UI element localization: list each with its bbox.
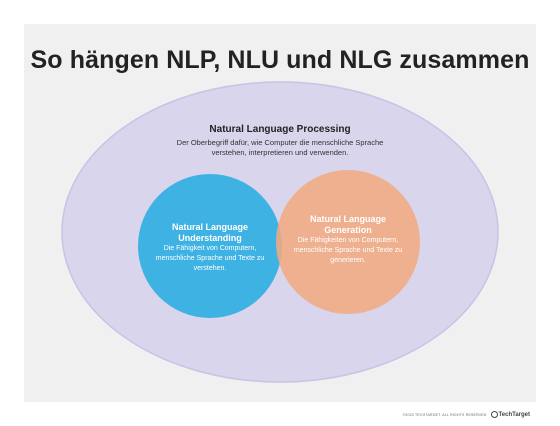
brand-logo: TechTarget	[490, 411, 530, 418]
brand-eye-icon	[490, 411, 498, 418]
copyright-text: ©2023 TECHTARGET. ALL RIGHTS RESERVED	[402, 412, 487, 417]
page-title: So hängen NLP, NLU und NLG zusammen	[30, 46, 530, 74]
nlg-description: Die Fähigkeiten von Computern, menschlic…	[293, 237, 403, 264]
nlu-circle	[138, 174, 282, 318]
nlp-title: Natural Language Processing	[209, 124, 351, 135]
nlg-title: Natural Language Generation	[309, 214, 386, 235]
nlu-title: Natural Language Understanding	[171, 222, 248, 243]
nlg-circle	[276, 170, 420, 314]
nlu-description: Die Fähigkeit von Computern, menschliche…	[155, 245, 265, 272]
footer: ©2023 TECHTARGET. ALL RIGHTS RESERVED Te…	[403, 411, 530, 418]
brand-name: TechTarget	[498, 411, 530, 418]
nlp-description: Der Oberbegriff dafür, wie Computer die …	[176, 138, 384, 157]
